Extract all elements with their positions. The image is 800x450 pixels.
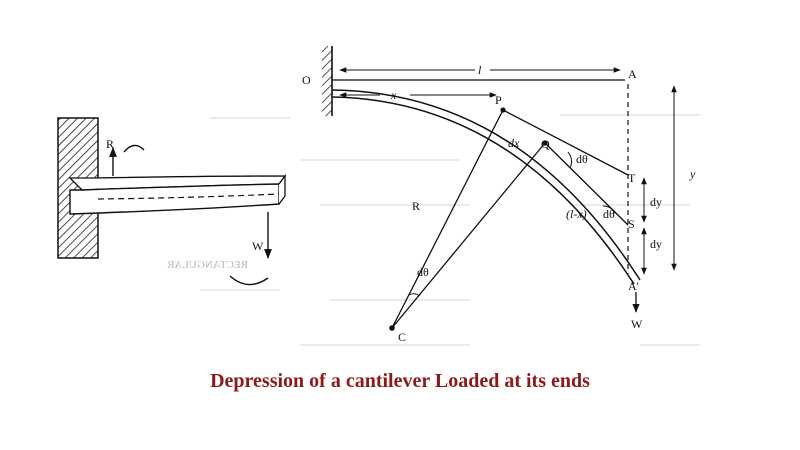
radius-CQ bbox=[391, 142, 546, 329]
moment-curl-top bbox=[123, 144, 145, 153]
deflected-beam-lower bbox=[331, 96, 635, 285]
label-dtheta-mid: dθ bbox=[603, 207, 615, 221]
label-P: P bbox=[495, 93, 502, 107]
beam-end-face bbox=[278, 174, 286, 205]
fixed-wall-hatch bbox=[322, 46, 332, 116]
label-l: l bbox=[478, 63, 482, 77]
label-W-right: W bbox=[631, 317, 643, 331]
label-W-left: W bbox=[252, 239, 264, 253]
label-dy-lower: dy bbox=[650, 237, 662, 251]
label-T: T bbox=[628, 171, 636, 185]
label-A: A bbox=[628, 67, 637, 81]
label-C: C bbox=[398, 330, 406, 344]
left-cantilever-figure: R W RECTANGULAR bbox=[57, 117, 287, 286]
label-y: y bbox=[689, 167, 696, 181]
label-l-minus-x: (l-x) bbox=[566, 207, 587, 221]
angle-arc-C bbox=[408, 293, 421, 297]
label-dx: dx bbox=[508, 136, 520, 150]
label-dy-upper: dy bbox=[650, 195, 662, 209]
moment-curl-bottom bbox=[229, 275, 269, 286]
figure-caption: Depression of a cantilever Loaded at its… bbox=[210, 370, 590, 392]
bleed-text-rectangular: RECTANGULAR bbox=[166, 259, 248, 271]
label-R-right: R bbox=[412, 199, 420, 213]
angle-arc-Q bbox=[567, 151, 573, 169]
label-dtheta-top: dθ bbox=[576, 152, 588, 166]
label-x: x bbox=[390, 88, 397, 102]
deflected-beam-upper bbox=[331, 89, 641, 281]
label-S: S bbox=[628, 217, 635, 231]
point-C bbox=[389, 325, 395, 331]
label-dtheta-bottom: dθ bbox=[417, 265, 429, 279]
bleed-through-lines bbox=[200, 114, 700, 346]
label-R-left: R bbox=[106, 137, 114, 151]
tangent-at-P bbox=[502, 109, 629, 176]
radius-CP bbox=[391, 109, 504, 329]
label-A-prime: A' bbox=[628, 279, 639, 293]
neutral-axis-dashed bbox=[97, 193, 280, 200]
label-O: O bbox=[302, 73, 311, 87]
right-geometry-figure: O l A x P Q dx bbox=[302, 46, 696, 344]
angle-arc-S bbox=[602, 205, 616, 214]
